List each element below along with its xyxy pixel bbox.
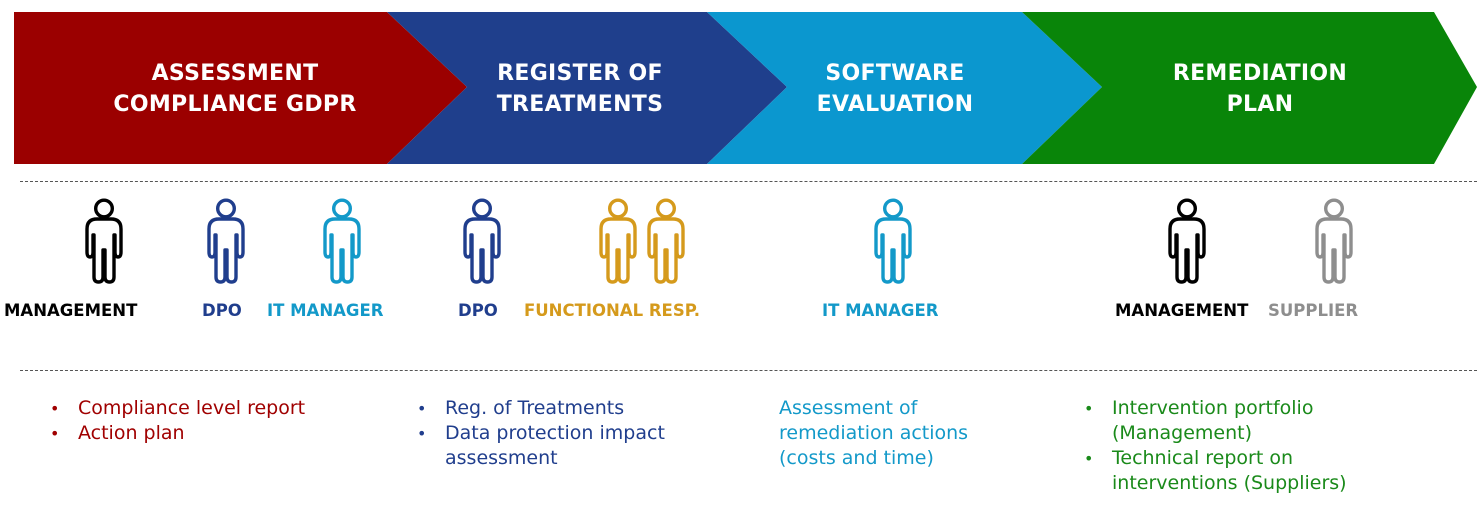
output-line: remediation actions [779,422,969,444]
outputs-software: Assessment of remediation actions (costs… [779,396,968,471]
role-it-manager: IT MANAGER [267,301,384,320]
phase-title-line: ASSESSMENT [151,61,319,86]
outputs-assessment: Compliance level report Action plan [43,396,305,446]
list-item: Technical report on interventions (Suppl… [1077,446,1347,496]
person-icon [204,198,248,284]
phase-chevron-software [707,12,1102,164]
output-line: (costs and time) [779,447,934,469]
role-management: MANAGEMENT [4,301,138,320]
list-item-line: Data protection impact [445,422,665,444]
outputs-remediation: Intervention portfolio (Management) Tech… [1077,396,1347,496]
phase-chevron-remediation [1022,12,1477,164]
list-item: Intervention portfolio (Management) [1077,396,1347,446]
person-icon-graphic [207,198,245,284]
person-icon-graphic [1315,198,1353,284]
person-icon [871,198,915,284]
phase-title-line: COMPLIANCE GDPR [113,92,357,117]
list-item-line: interventions (Suppliers) [1112,472,1347,494]
list-item-line: assessment [445,447,558,469]
list-item-line: Intervention portfolio [1112,397,1314,419]
person-icon-graphic [463,198,501,284]
person-icon-graphic [323,198,361,284]
list-item: Compliance level report [43,396,305,421]
person-icon [82,198,126,284]
output-line: Assessment of [779,397,918,419]
person-icon [596,198,640,284]
person-icon-graphic [874,198,912,284]
phase-title-line: PLAN [1226,92,1294,117]
divider-bottom [20,370,1477,371]
person-icon [1165,198,1209,284]
phase-label-software: SOFTWARE EVALUATION [785,58,1005,120]
person-icon-graphic [1168,198,1206,284]
outputs-register: Reg. of Treatments Data protection impac… [410,396,665,471]
phase-title-line: SOFTWARE [825,61,965,86]
list-item: Reg. of Treatments [410,396,665,421]
list-item: Data protection impact assessment [410,421,665,471]
person-icon-graphic [599,198,637,284]
phase-label-remediation: REMEDIATION PLAN [1140,58,1380,120]
phase-title-line: REMEDIATION [1172,61,1348,86]
phase-label-assessment: ASSESSMENT COMPLIANCE GDPR [95,58,375,120]
role-dpo: DPO [202,301,242,320]
role-dpo: DPO [458,301,498,320]
phase-label-register: REGISTER OF TREATMENTS [460,58,700,120]
phase-chevron-band [14,12,1477,164]
person-icon-graphic [647,198,685,284]
person-icon-graphic [85,198,123,284]
divider-top [20,181,1477,182]
phase-chevron-register [387,12,787,164]
person-icon [460,198,504,284]
phase-title-line: REGISTER OF [497,61,663,86]
person-icon [320,198,364,284]
role-it-manager: IT MANAGER [822,301,939,320]
list-item: Action plan [43,421,305,446]
list-item-line: (Management) [1112,422,1252,444]
list-item-line: Technical report on [1112,447,1294,469]
phase-chevron-assessment [14,12,467,164]
role-management: MANAGEMENT [1115,301,1249,320]
role-supplier: SUPPLIER [1268,301,1359,320]
person-icon [644,198,688,284]
role-functional-resp: FUNCTIONAL RESP. [524,301,701,320]
phase-title-line: EVALUATION [816,92,974,117]
phase-title-line: TREATMENTS [496,92,664,117]
person-icon [1312,198,1356,284]
